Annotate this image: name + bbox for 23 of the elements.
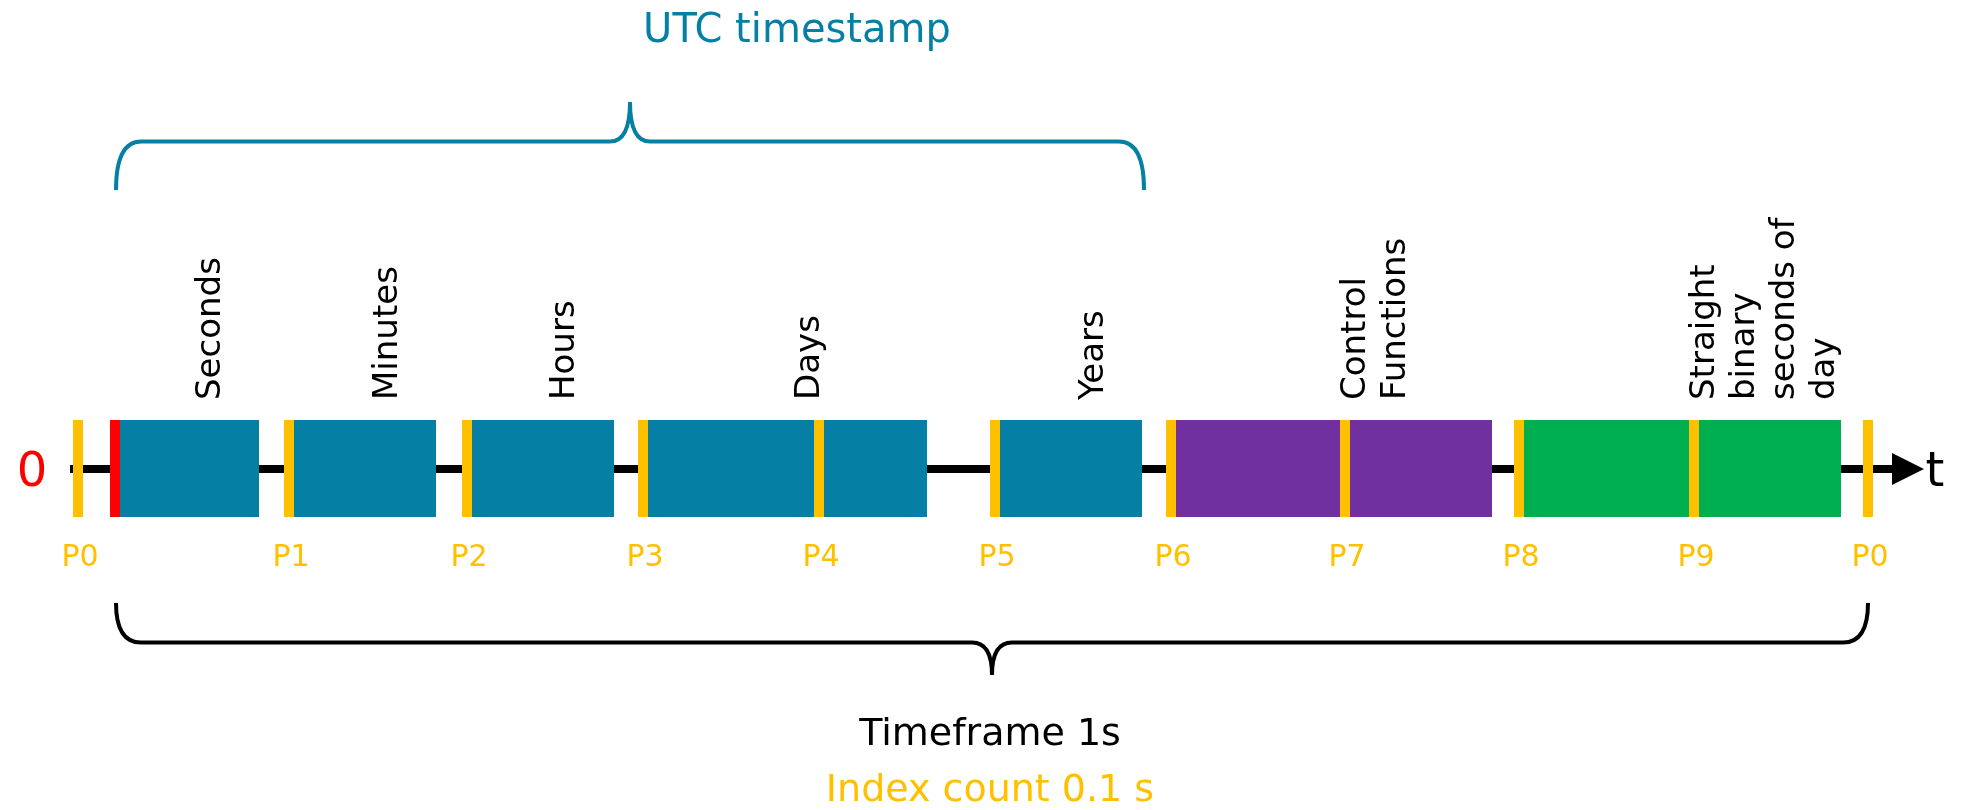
segment-label: Days [786, 314, 827, 400]
position-label: P7 [1328, 537, 1366, 573]
segment-label: Seconds [187, 256, 228, 400]
reference-label: 0 [16, 441, 48, 497]
segment-label: Straight binary seconds of day [1682, 216, 1842, 400]
bracket-label: UTC timestamp [643, 5, 951, 51]
position-label: P5 [978, 537, 1016, 573]
timeframe-label: Timeframe 1s [859, 710, 1121, 754]
position-label: P9 [1677, 537, 1715, 573]
segment-label: Years [1070, 309, 1111, 400]
segment-label: Hours [541, 299, 582, 400]
position-label: P4 [802, 537, 840, 573]
segment-label: Control Functions [1332, 236, 1413, 400]
position-label: P3 [626, 537, 664, 573]
position-label: P0 [1851, 537, 1889, 573]
position-label: P0 [61, 537, 99, 573]
segment-label: Minutes [364, 265, 405, 400]
index-count-label: Index count 0.1 s [825, 766, 1155, 810]
position-label: P6 [1154, 537, 1192, 573]
position-label: P8 [1502, 537, 1540, 573]
position-label: P2 [450, 537, 488, 573]
axis-label: t [1925, 441, 1945, 497]
position-label: P1 [272, 537, 310, 573]
